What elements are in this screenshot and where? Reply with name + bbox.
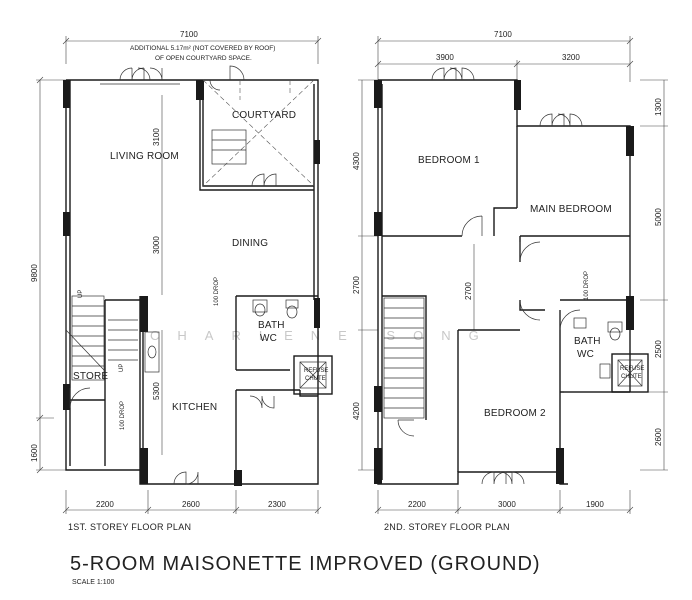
drawing-title: 5-ROOM MAISONETTE IMPROVED (GROUND): [70, 553, 541, 575]
room-label-bedroom-2: BEDROOM 2: [484, 408, 546, 419]
courtyard-note-line2: OF OPEN COURTYARD SPACE.: [155, 55, 252, 62]
fixtures: [144, 299, 299, 373]
room-label-bath-2-line2: WC: [577, 349, 594, 360]
dim-2-right-top: 1300: [654, 98, 663, 116]
refuse-chute-label-line1: REFUSE: [304, 368, 328, 374]
dim-2-top-left: 3900: [436, 53, 454, 62]
dim-2-corridor: 2700: [464, 282, 473, 300]
first-storey-caption: 1ST. STOREY FLOOR PLAN: [68, 522, 191, 532]
room-label-main-bedroom: MAIN BEDROOM: [530, 204, 612, 215]
room-label-store: STORE: [73, 371, 108, 382]
dim-overall-width: 7100: [180, 30, 198, 39]
drop-mark-dining: 100 DROP: [214, 277, 220, 306]
dim-2-left-mid: 2700: [352, 276, 361, 294]
structural-columns-2: [374, 80, 634, 484]
dim-2-bottom-right: 1900: [586, 500, 604, 509]
dim-2-left-bottom: 4200: [352, 402, 361, 420]
dim-bottom-mid: 2600: [182, 500, 200, 509]
courtyard-features: [202, 79, 315, 187]
room-label-living-room: LIVING ROOM: [110, 151, 179, 162]
dim-2-right-bath: 2500: [654, 340, 663, 358]
stair-up-mark: UP: [78, 290, 84, 298]
openings-2: [377, 67, 631, 485]
staircase: [65, 295, 138, 381]
watermark-text: CHARLENE SONG: [150, 328, 497, 343]
structural-columns: [63, 80, 320, 486]
room-label-kitchen: KITCHEN: [172, 402, 217, 413]
stair-up-mark-2: UP: [119, 364, 125, 372]
dimension-lines: [36, 36, 322, 514]
openings: [65, 65, 319, 485]
drawing-scale: SCALE 1:100: [72, 579, 115, 586]
walls: [65, 79, 333, 485]
dim-left-bottom: 1600: [30, 444, 39, 462]
dim-bottom-left: 2200: [96, 500, 114, 509]
dim-2-right-bottom: 2600: [654, 428, 663, 446]
dim-kitchen-depth: 5300: [152, 382, 161, 400]
drop-mark-store: 100 DROP: [120, 401, 126, 430]
refuse-chute-2-label-line1: REFUSE: [620, 366, 644, 372]
dim-2-bottom-left: 2200: [408, 500, 426, 509]
fixtures-2: [573, 317, 623, 379]
room-label-bath-2-line1: BATH: [574, 336, 601, 347]
dim-courtyard-depth: 3100: [152, 128, 161, 146]
dim-overall-depth: 9800: [30, 264, 39, 282]
first-storey-plan: ADDITIONAL 5.17m² (NOT COVERED BY ROOF) …: [30, 30, 333, 532]
dim-2-top-right: 3200: [562, 53, 580, 62]
refuse-chute-label-line2: CHUTE: [305, 376, 326, 382]
dim-dining-depth: 3000: [152, 236, 161, 254]
walls-2: [377, 79, 649, 485]
dim-2-right-mid: 5000: [654, 208, 663, 226]
room-label-courtyard: COURTYARD: [232, 110, 296, 121]
dim-2-bottom-mid: 3000: [498, 500, 516, 509]
dim-bottom-right: 2300: [268, 500, 286, 509]
refuse-chute-2-label-line2: CHUTE: [621, 374, 642, 380]
drop-mark-bath-2: 100 DROP: [584, 271, 590, 300]
room-label-bath-line2: WC: [260, 333, 277, 344]
staircase-2: [383, 297, 425, 419]
dimension-lines-2: [358, 36, 668, 514]
second-storey-caption: 2ND. STOREY FLOOR PLAN: [384, 522, 510, 532]
second-storey-plan: BEDROOM 1 MAIN BEDROOM BEDROOM 2 BATH WC…: [352, 30, 668, 532]
courtyard-note-line1: ADDITIONAL 5.17m² (NOT COVERED BY ROOF): [130, 45, 275, 52]
dim-2-overall-width: 7100: [494, 30, 512, 39]
room-label-bath-line1: BATH: [258, 320, 285, 331]
dim-2-left-top: 4300: [352, 152, 361, 170]
room-label-dining: DINING: [232, 238, 268, 249]
room-label-bedroom-1: BEDROOM 1: [418, 155, 480, 166]
